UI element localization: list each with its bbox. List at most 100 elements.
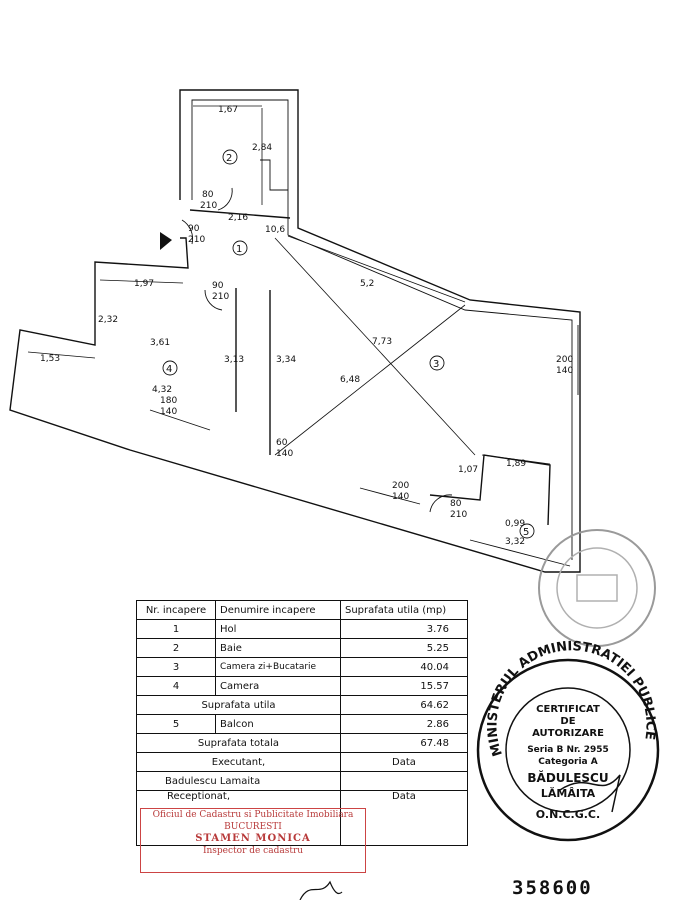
table-row: 1 Hol 3.76 — [136, 619, 468, 639]
row-nr: 3 — [136, 657, 216, 677]
dim-text: 1,53 — [40, 354, 60, 364]
row-nr: 2 — [136, 638, 216, 658]
cert-line-6: BĂDULESCU — [527, 770, 608, 785]
dim-text: 6,48 — [340, 375, 360, 385]
diagonal-648 — [274, 304, 466, 456]
row-name: Camera zi+Bucatarie — [215, 657, 341, 677]
dim-text: 10,6 — [265, 225, 285, 235]
executant-date: Data — [340, 752, 468, 772]
dim-text: 2,32 — [98, 315, 118, 325]
certificate-seal-outer — [476, 658, 660, 842]
cadastre-stamp: Oficiul de Cadastru si Publicitate Imobi… — [140, 808, 366, 873]
row-name: Camera — [215, 676, 341, 696]
outer-wall — [9, 89, 581, 573]
door-arc-room4 — [204, 289, 223, 311]
room-marker — [162, 360, 178, 376]
certificate-ring-text: MINISTERUL ADMINISTRATIEI PUBLICE — [485, 639, 657, 758]
dim-text: 1,07 — [458, 465, 478, 475]
room-marker — [429, 355, 445, 371]
dim-line — [99, 279, 184, 284]
window-room4 — [149, 409, 211, 431]
dim-text: 200 — [556, 355, 573, 365]
rooms-table: Nr. incapere Denumire incapere Suprafata… — [136, 600, 468, 846]
total-area-row: Suprafata totala 67.48 — [136, 733, 468, 753]
table-row: 3 Camera zi+Bucatarie 40.04 — [136, 657, 468, 677]
useful-area-label: Suprafata utila — [136, 695, 341, 715]
receptionat-row: Receptionat, Data — [136, 790, 468, 846]
diagonal-773 — [274, 237, 476, 456]
dim-text: 210 — [200, 201, 217, 211]
cert-line-7: LĂMÂITA — [541, 787, 596, 800]
dim-text: 1,89 — [506, 459, 526, 469]
bath-wall — [260, 159, 288, 191]
dim-text: 210 — [450, 510, 467, 520]
entry-arrow-icon — [160, 232, 172, 250]
cert-line-4: Seria B Nr. 2955 — [527, 745, 609, 755]
cadastre-stamp-line-1: Oficiul de Cadastru si Publicitate Imobi… — [152, 810, 354, 820]
door-arc-balcony — [429, 494, 453, 513]
room-label-5: 5 — [523, 527, 529, 538]
header-nr: Nr. incapere — [136, 600, 216, 620]
document-number: 358600 — [512, 877, 593, 899]
room-marker — [222, 149, 238, 165]
dim-text: 3,34 — [276, 355, 296, 365]
dim-text: 140 — [392, 492, 409, 502]
dim-text: 180 — [160, 396, 177, 406]
row-area: 40.04 — [340, 657, 468, 677]
row-name: Balcon — [215, 714, 341, 734]
executant-name: Badulescu Lamaita — [136, 771, 341, 791]
empty-cell — [340, 771, 468, 791]
useful-area-value: 64.62 — [340, 695, 468, 715]
signature-icon — [559, 774, 621, 813]
dim-text: 2,84 — [252, 143, 272, 153]
window-balcony — [469, 539, 571, 567]
table-row: 4 Camera 15.57 — [136, 676, 468, 696]
cadastre-stamp-line-3: STAMEN MONICA — [195, 833, 311, 844]
row-area: 5.25 — [340, 638, 468, 658]
row-name: Hol — [215, 619, 341, 639]
total-area-value: 67.48 — [340, 733, 468, 753]
faded-seal-inner — [556, 547, 638, 629]
cert-line-5: Categoria A — [538, 757, 597, 767]
dim-text: 80 — [450, 499, 462, 509]
dim-text: 140 — [556, 366, 573, 376]
cadastre-stamp-line-2: BUCURESTI — [224, 822, 282, 832]
useful-area-row: Suprafata utila 64.62 — [136, 695, 468, 715]
row-nr: 1 — [136, 619, 216, 639]
header-name: Denumire incapere — [215, 600, 341, 620]
receptionat-label: Receptionat, — [136, 790, 341, 846]
dim-text: 2,16 — [228, 213, 248, 223]
cert-line-1: CERTIFICAT — [536, 704, 600, 715]
dim-line — [481, 454, 551, 465]
row-area: 15.57 — [340, 676, 468, 696]
row-area: 2.86 — [340, 714, 468, 734]
cadastre-stamp-line-4: Inspector de cadastru — [202, 846, 304, 856]
row-nr: 4 — [136, 676, 216, 696]
dim-line — [287, 235, 466, 303]
room-label-1: 1 — [236, 244, 242, 255]
room-marker — [232, 240, 248, 256]
window-room3 — [359, 487, 421, 505]
dim-text: 1,97 — [134, 279, 154, 289]
inner-wall-offset — [191, 99, 573, 560]
dim-text: 7,73 — [372, 337, 392, 347]
door-arc-entry — [181, 219, 193, 245]
dim-text: 80 — [202, 190, 214, 200]
certificate-seal-inner — [505, 687, 631, 813]
cert-line-8: O.N.C.G.C. — [536, 808, 600, 821]
dim-text: 3,13 — [224, 355, 244, 365]
cert-line-3: AUTORIZARE — [532, 728, 604, 739]
signature-bottom-icon — [299, 880, 343, 900]
room-label-2: 2 — [226, 153, 232, 164]
faded-seal-emblem — [576, 574, 618, 602]
dim-text: 90 — [212, 281, 224, 291]
executant-name-row: Badulescu Lamaita — [136, 771, 468, 791]
executant-label: Executant, — [136, 752, 341, 772]
dim-text: 3,61 — [150, 338, 170, 348]
dim-text: 200 — [392, 481, 409, 491]
dim-text: 210 — [212, 292, 229, 302]
receptionat-date: Data — [340, 790, 468, 846]
header-area: Suprafata utila (mp) — [340, 600, 468, 620]
